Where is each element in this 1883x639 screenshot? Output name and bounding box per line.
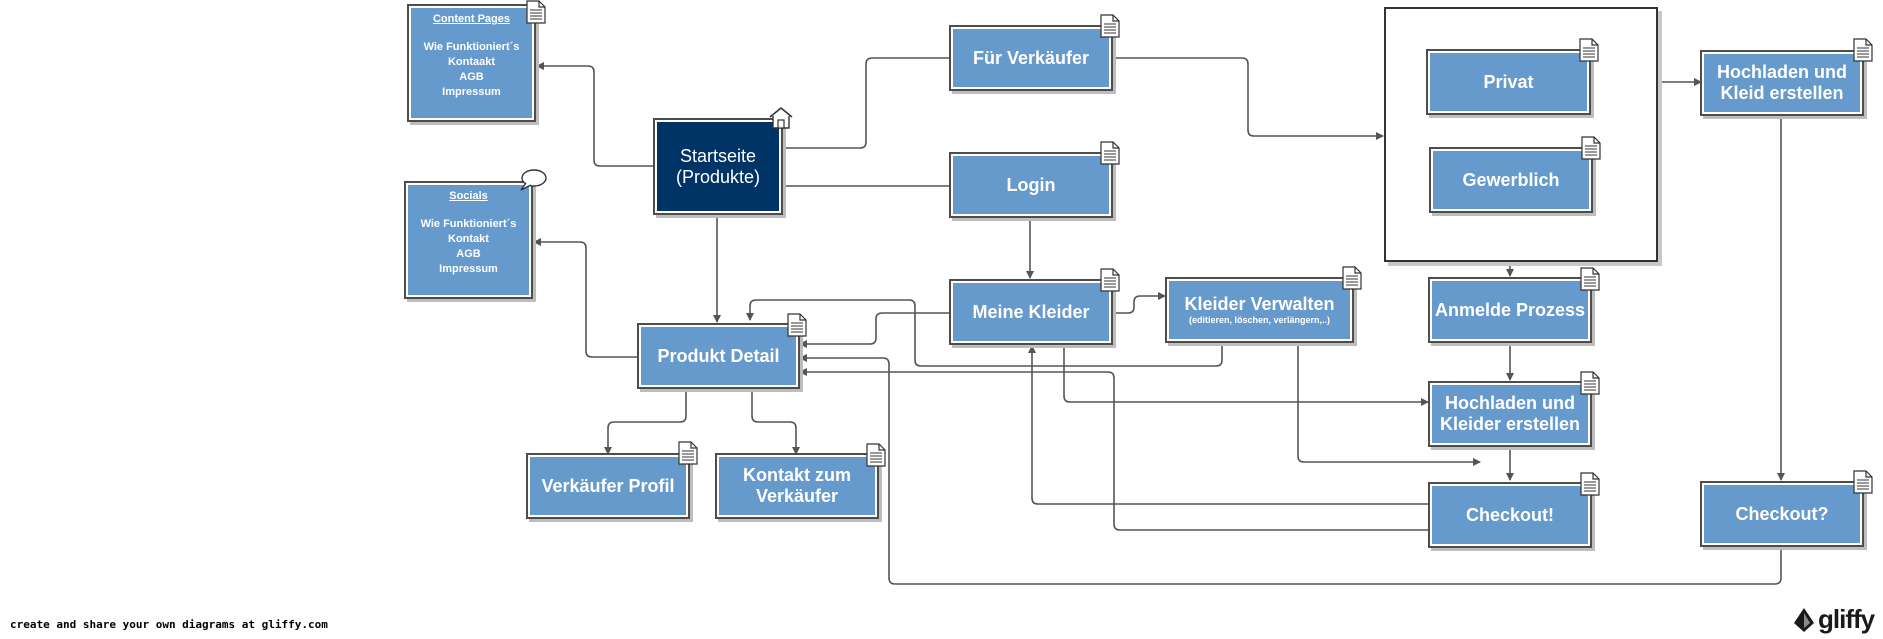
content-pages-line: AGB: [459, 71, 484, 83]
privat-label: Privat: [1483, 71, 1534, 92]
edge-verkaeufer-group: [1112, 57, 1384, 140]
edge-checkoutq-produkt: [799, 354, 1782, 585]
edge-meine-hochladen: [1063, 346, 1429, 406]
produkt-detail-label: Produkt Detail: [657, 345, 780, 366]
anmelde-prozess-label: Anmelde Prozess: [1434, 299, 1586, 320]
kontakt-verkaeufer-node[interactable]: Kontakt zum Verkäufer: [715, 453, 879, 519]
checkout-label: Checkout!: [1465, 504, 1554, 525]
edge-verwalten-produkt: [746, 299, 1223, 367]
edge-checkout-produkt: [799, 368, 1428, 531]
checkout-q-node[interactable]: Checkout?: [1700, 481, 1864, 547]
document-icon: [1580, 472, 1600, 496]
document-icon: [866, 443, 886, 467]
edge-startseite-content: [536, 62, 654, 167]
meine-kleider-node[interactable]: Meine Kleider: [949, 279, 1113, 345]
edge-produkt-verkaeuferprofil: [604, 390, 687, 455]
footer-text[interactable]: create and share your own diagrams at gl…: [10, 618, 328, 631]
startseite-line1: Startseite: [679, 145, 757, 166]
gliffy-logo[interactable]: gliffy: [1818, 604, 1875, 634]
content-pages-line: Kontaakt: [447, 56, 496, 68]
checkout-q-label: Checkout?: [1735, 503, 1829, 524]
edge-verwalten-checkout: [1297, 342, 1481, 466]
gewerblich-label: Gewerblich: [1462, 169, 1560, 190]
document-icon: [1581, 136, 1601, 160]
document-icon: [1342, 266, 1362, 290]
content-pages-line: Impressum: [442, 86, 501, 98]
document-icon: [526, 0, 546, 24]
edge-checkout-meine: [1028, 345, 1428, 505]
kleider-verwalten-title: Kleider Verwalten: [1184, 294, 1335, 314]
login-label: Login: [1006, 174, 1056, 195]
verkaeufer-profil-label: Verkäufer Profil: [541, 475, 675, 496]
hochladen-kleider-line1: Hochladen und: [1445, 393, 1575, 413]
document-icon: [1580, 371, 1600, 395]
home-icon: [769, 106, 793, 129]
socials-line: AGB: [456, 248, 481, 260]
edge-produkt-socials: [533, 238, 638, 358]
startseite-node[interactable]: Startseite (Produkte): [653, 118, 783, 215]
document-icon: [1579, 38, 1599, 62]
socials-line: Impressum: [439, 263, 498, 275]
privat-node[interactable]: Privat: [1426, 49, 1591, 115]
verkaeufer-profil-node[interactable]: Verkäufer Profil: [526, 453, 690, 519]
hochladen-kleider-node[interactable]: Hochladen und Kleider erstellen: [1428, 381, 1592, 447]
edge-meine-produkt: [799, 312, 950, 348]
kleider-verwalten-node[interactable]: Kleider Verwalten (editieren, löschen, v…: [1165, 277, 1354, 343]
login-node[interactable]: Login: [949, 152, 1113, 218]
hochladen-kleid-line2: Kleid erstellen: [1720, 83, 1844, 103]
document-icon: [1100, 14, 1120, 38]
gewerblich-node[interactable]: Gewerblich: [1429, 147, 1593, 213]
kontakt-verkaeufer-line2: Verkäufer: [755, 486, 839, 506]
fuer-verkaeufer-node[interactable]: Für Verkäufer: [949, 25, 1113, 91]
anmelde-prozess-node[interactable]: Anmelde Prozess: [1428, 277, 1592, 343]
hochladen-kleid-node[interactable]: Hochladen und Kleid erstellen: [1700, 50, 1864, 116]
seller-type-group: [1384, 7, 1658, 262]
document-icon: [1853, 470, 1873, 494]
edge-produkt-kontakt: [751, 390, 800, 455]
document-icon: [1580, 267, 1600, 291]
hochladen-kleid-line1: Hochladen und: [1717, 62, 1847, 82]
document-icon: [1100, 141, 1120, 165]
meine-kleider-label: Meine Kleider: [972, 301, 1090, 322]
content-pages-node[interactable]: Content Pages Wie Funktioniert´s Kontaak…: [407, 4, 536, 122]
hochladen-kleider-line2: Kleider erstellen: [1439, 414, 1581, 434]
kleider-verwalten-sub: (editieren, löschen, verlängern,..): [1188, 315, 1331, 325]
socials-title: Socials: [449, 190, 488, 202]
content-pages-line: Wie Funktioniert´s: [423, 41, 520, 53]
socials-line: Wie Funktioniert´s: [420, 218, 517, 230]
checkout-node[interactable]: Checkout!: [1428, 482, 1592, 548]
document-icon: [1100, 268, 1120, 292]
socials-line: Kontakt: [448, 233, 489, 245]
produkt-detail-node[interactable]: Produkt Detail: [637, 323, 800, 389]
speech-bubble-icon: [520, 169, 547, 191]
socials-node[interactable]: Socials Wie Funktioniert´s Kontakt AGB I…: [404, 181, 533, 299]
document-icon: [678, 441, 698, 465]
gliffy-logo-icon: [1794, 608, 1814, 632]
edge-meine-verwalten: [1112, 292, 1166, 314]
edge-startseite-verkaeufer: [782, 57, 950, 149]
startseite-line2: (Produkte): [675, 166, 761, 187]
fuer-verkaeufer-label: Für Verkäufer: [972, 47, 1090, 68]
content-pages-title: Content Pages: [432, 13, 510, 25]
document-icon: [1853, 38, 1873, 62]
kontakt-verkaeufer-line1: Kontakt zum: [743, 465, 851, 485]
document-icon: [787, 313, 807, 337]
